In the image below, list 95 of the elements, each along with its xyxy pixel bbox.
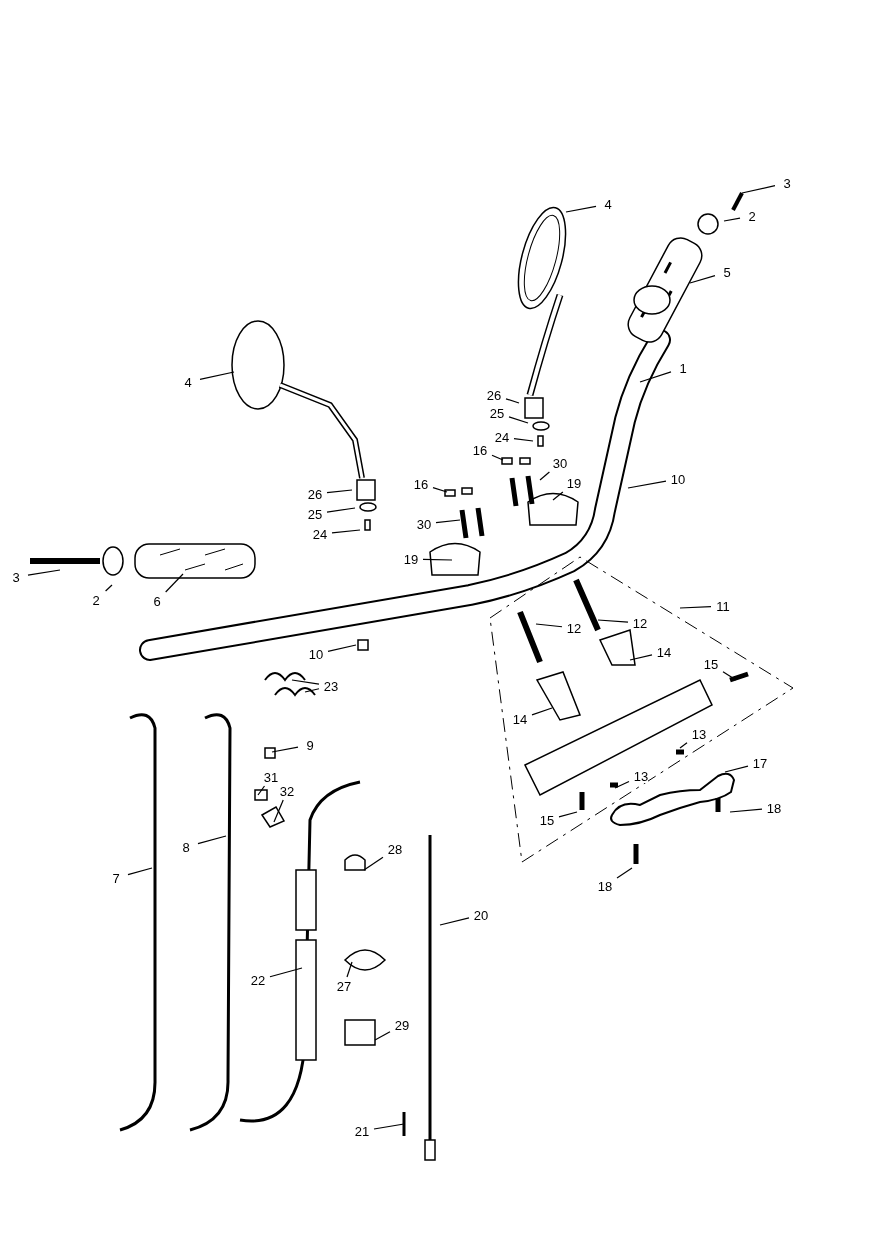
leader-line xyxy=(304,688,320,693)
callout-number: 3 xyxy=(12,570,20,584)
leader-line xyxy=(165,573,184,593)
leader-line xyxy=(539,471,550,481)
callout-number: 18 xyxy=(597,879,613,893)
leader-line xyxy=(327,644,357,652)
leader-line xyxy=(273,799,284,823)
callout-number: 32 xyxy=(279,784,295,798)
callout-number: 25 xyxy=(307,507,323,521)
leader-line xyxy=(374,1031,391,1041)
callout-number: 13 xyxy=(633,769,649,783)
callout-number: 26 xyxy=(307,487,323,501)
callout-number: 26 xyxy=(486,388,502,402)
callout-number: 12 xyxy=(632,616,648,630)
leader-line xyxy=(331,529,361,534)
leader-line xyxy=(505,398,520,404)
leader-line xyxy=(199,371,235,380)
leader-line xyxy=(639,371,672,383)
leader-line xyxy=(269,967,303,978)
callout-number: 22 xyxy=(250,973,266,987)
callout-number: 16 xyxy=(413,477,429,491)
callout-number: 8 xyxy=(182,840,190,854)
leader-line xyxy=(197,835,227,845)
callout-number: 20 xyxy=(473,908,489,922)
callout-number: 2 xyxy=(92,593,100,607)
callout-number: 4 xyxy=(184,375,192,389)
leader-line xyxy=(271,746,299,753)
leader-line xyxy=(105,584,113,592)
callout-number: 18 xyxy=(766,801,782,815)
leader-line xyxy=(565,205,597,213)
callout-number: 3 xyxy=(783,176,791,190)
leader-line xyxy=(432,487,448,493)
callout-number: 14 xyxy=(512,712,528,726)
leader-line xyxy=(326,507,356,513)
callout-number: 25 xyxy=(489,406,505,420)
callout-number: 5 xyxy=(723,265,731,279)
callout-number: 27 xyxy=(336,979,352,993)
leader-line xyxy=(627,480,667,489)
leader-line xyxy=(326,489,353,494)
callout-number: 6 xyxy=(153,594,161,608)
leader-line xyxy=(346,961,353,978)
leader-line xyxy=(616,867,633,879)
callout-number: 1 xyxy=(679,361,687,375)
callout-number: 21 xyxy=(354,1124,370,1138)
callout-number: 10 xyxy=(308,647,324,661)
callout-number: 15 xyxy=(539,813,555,827)
leader-line xyxy=(531,707,553,716)
leader-line xyxy=(679,605,712,609)
callout-number: 4 xyxy=(604,197,612,211)
leader-line xyxy=(27,569,61,576)
callout-number: 7 xyxy=(112,871,120,885)
leader-line xyxy=(291,679,320,685)
leader-line xyxy=(535,623,563,628)
callout-number: 29 xyxy=(394,1018,410,1032)
callout-number: 17 xyxy=(752,756,768,770)
callout-number: 28 xyxy=(387,842,403,856)
callout-number: 19 xyxy=(566,476,582,490)
leader-line xyxy=(373,1123,405,1130)
callout-number: 16 xyxy=(472,443,488,457)
leader-line xyxy=(724,765,749,773)
leader-line xyxy=(435,519,461,524)
callout-number: 9 xyxy=(306,738,314,752)
callout-number: 30 xyxy=(416,517,432,531)
leader-line xyxy=(552,491,564,501)
callout-number: 13 xyxy=(691,727,707,741)
callout-number: 24 xyxy=(312,527,328,541)
callout-number: 2 xyxy=(748,209,756,223)
leader-line xyxy=(723,217,741,222)
leader-line xyxy=(729,808,763,813)
callout-number: 19 xyxy=(403,552,419,566)
leader-line xyxy=(363,856,384,871)
callout-number: 10 xyxy=(670,472,686,486)
callout-number: 14 xyxy=(656,645,672,659)
leader-line xyxy=(614,780,630,789)
leader-line xyxy=(689,274,716,284)
leader-line xyxy=(257,785,266,796)
leader-line xyxy=(679,742,688,749)
leader-line xyxy=(491,454,504,461)
leader-line xyxy=(508,416,529,424)
leader-line xyxy=(722,671,737,681)
callout-number: 23 xyxy=(323,679,339,693)
leader-line xyxy=(513,437,534,442)
leader-line xyxy=(629,654,653,661)
leader-line xyxy=(597,619,629,623)
leader-line xyxy=(422,558,453,561)
leader-line xyxy=(439,917,470,926)
callout-number: 24 xyxy=(494,430,510,444)
callout-number: 30 xyxy=(552,456,568,470)
leader-line xyxy=(558,811,578,818)
callout-number: 11 xyxy=(716,599,730,613)
leader-line xyxy=(741,185,776,194)
callout-number: 12 xyxy=(566,621,582,635)
leader-line xyxy=(127,867,153,876)
callout-number: 15 xyxy=(703,657,719,671)
callout-number: 31 xyxy=(263,770,279,784)
